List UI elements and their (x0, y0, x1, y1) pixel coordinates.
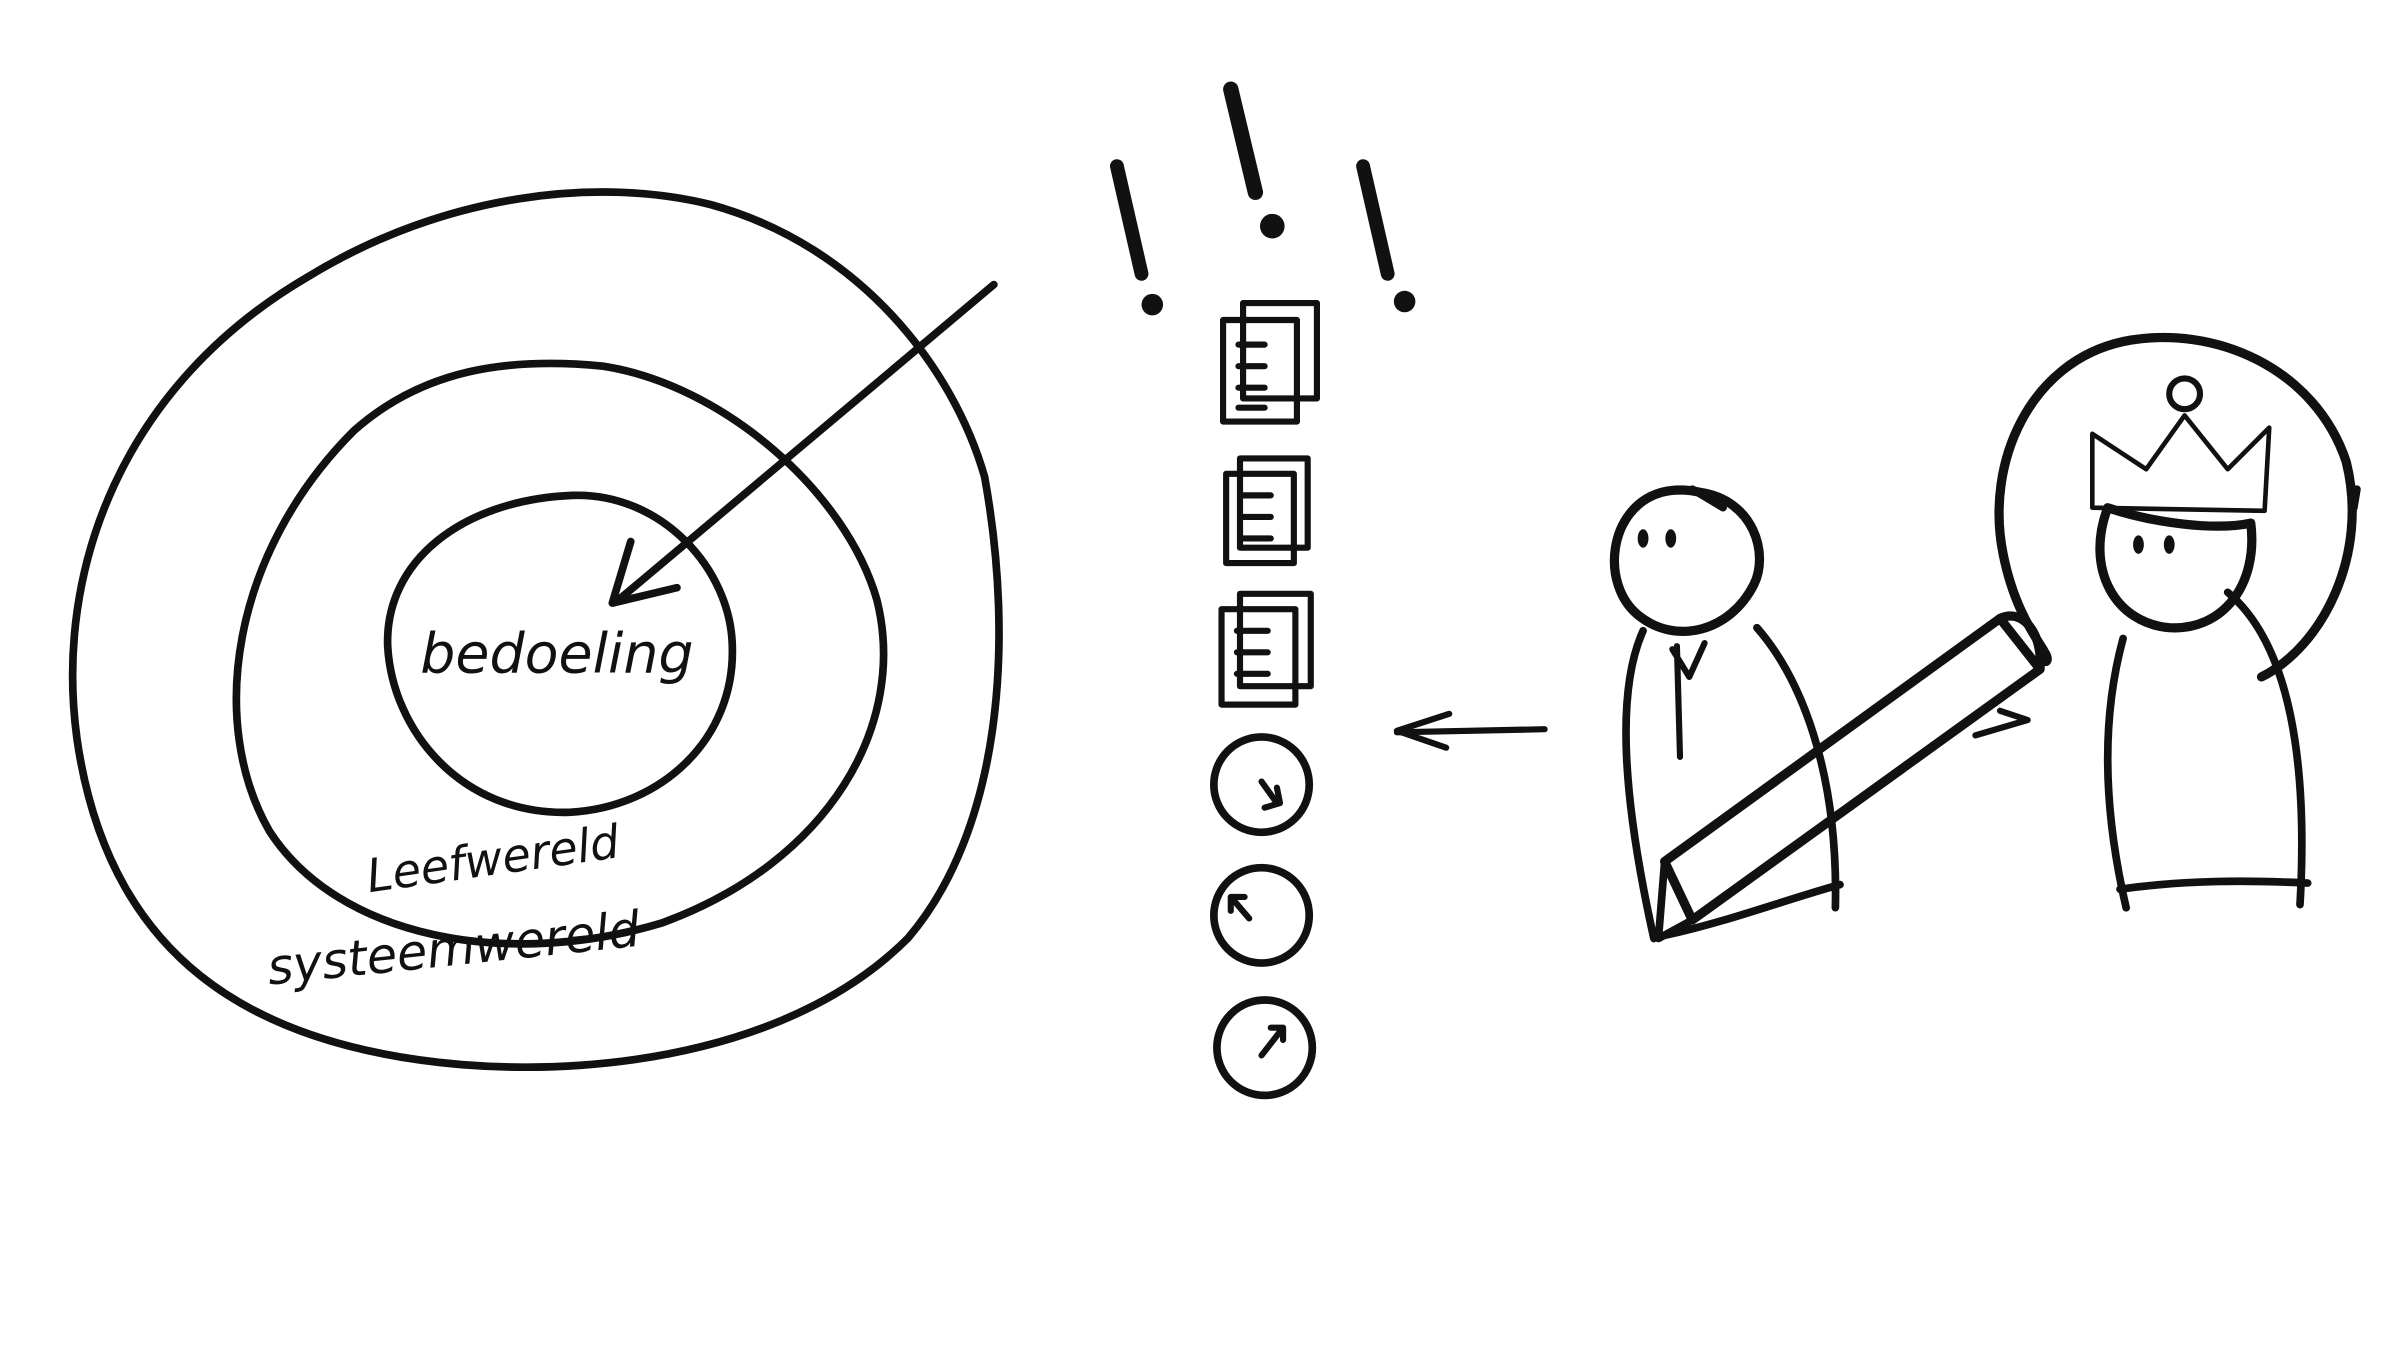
king-figure (1994, 332, 2361, 912)
document-icon (1218, 590, 1314, 708)
gauge-icon (1210, 863, 1314, 967)
exclamation-icon-center (1223, 81, 1285, 239)
label-systeemwereld: systeemwereld (264, 900, 643, 997)
arrow-into-center (608, 280, 998, 607)
exclamation-icon-right (1356, 159, 1416, 313)
exclamation-marks (1110, 81, 1416, 316)
pencil-icon (1654, 611, 2045, 943)
outer-circle-systeemwereld (68, 188, 1003, 1072)
arrow-to-column (1393, 710, 1548, 751)
concentric-circles: bedoeling Leefwereld systeemwereld (68, 188, 1003, 1072)
crown-icon (2090, 413, 2272, 514)
label-bedoeling: bedoeling (420, 622, 693, 686)
document-stack-column (1210, 300, 1320, 1100)
person-figure (1609, 485, 1844, 943)
document-icon (1223, 455, 1311, 567)
label-leefwereld: Leefwereld (363, 814, 623, 903)
exclamation-icon-left (1110, 159, 1164, 316)
document-icon (1220, 300, 1320, 425)
middle-circle-leefwereld (232, 359, 888, 948)
gauge-icon (1213, 996, 1317, 1100)
gauge-icon (1210, 733, 1314, 837)
inner-circle-bedoeling (383, 491, 737, 817)
